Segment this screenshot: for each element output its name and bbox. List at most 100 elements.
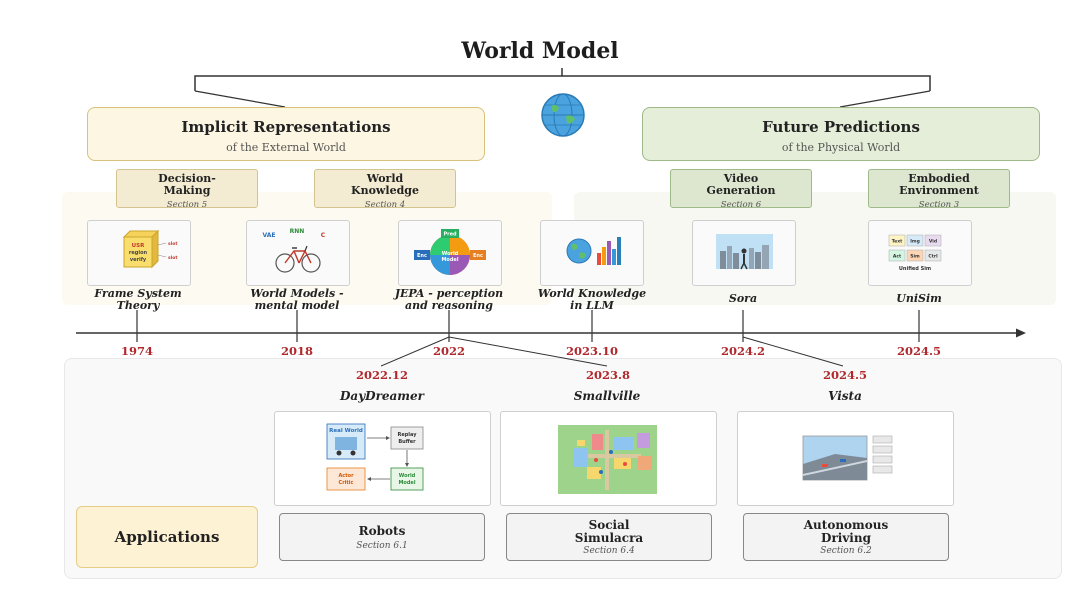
app-title-vista: Vista xyxy=(828,389,862,403)
dd-critic: Critic xyxy=(339,480,354,486)
jepa-model: Model xyxy=(441,257,458,263)
frame-text-2: region xyxy=(129,250,148,256)
applications-label: Applications xyxy=(114,528,220,546)
jepa-enc-left: Enc xyxy=(417,253,427,259)
wm-c: C xyxy=(321,232,326,239)
unisim-caption: Unified Sim xyxy=(899,266,931,272)
jepa-world: World xyxy=(442,251,459,257)
dd-model: Model xyxy=(398,480,415,486)
unisim-sim: Sim xyxy=(910,254,920,260)
smallville-map xyxy=(558,425,657,494)
future-subtitle: of the Physical World xyxy=(781,141,901,154)
frame-text-3: verify xyxy=(130,257,147,263)
milestone-label-llm: World Knowledge in LLM xyxy=(537,287,647,312)
app-name: Autonomous Driving xyxy=(803,518,889,545)
smallville-card xyxy=(500,411,717,506)
app-title-smallville: Smallville xyxy=(573,389,641,403)
app-title-daydreamer: DayDreamer xyxy=(340,389,424,403)
bicycle-icon: VAE RNN C xyxy=(263,228,326,273)
page-title: World Model xyxy=(461,38,619,64)
dd-replay: Replay xyxy=(397,432,417,438)
category-embodied-environment: Embodied Environment Section 3 xyxy=(868,169,1010,210)
daydreamer-card: Real World Replay Buffer World Model Act… xyxy=(274,411,491,506)
top-bracket xyxy=(194,75,931,91)
timeline-ticks xyxy=(136,310,920,342)
app-year-smallville: 2023.8 xyxy=(585,368,630,382)
wm-vae: VAE xyxy=(263,232,276,239)
year-2022: 2022 xyxy=(432,344,465,358)
app-box-autonomous-driving: Autonomous Driving Section 6.2 xyxy=(743,513,949,561)
milestone-label-unisim: UniSim xyxy=(896,292,942,305)
category-section: Section 4 xyxy=(364,200,406,210)
app-section: Section 6.1 xyxy=(356,541,408,551)
app-section: Section 6.4 xyxy=(583,546,635,556)
dd-real-world: Real World xyxy=(329,428,363,434)
category-label: Video Generation xyxy=(706,172,776,197)
milestone-label-world-models: World Models - mental model xyxy=(250,287,344,312)
category-world-knowledge: World Knowledge Section 4 xyxy=(314,169,456,210)
vista-card xyxy=(737,411,954,506)
dd-actor: Actor xyxy=(338,473,354,479)
implicit-representations-box: Implicit Representations of the External… xyxy=(87,107,485,161)
milestone-label-sora: Sora xyxy=(728,292,758,305)
unisim-ctrl: Ctrl xyxy=(928,254,938,260)
bracket-to-implicit xyxy=(194,90,286,108)
implicit-title: Implicit Representations xyxy=(181,118,391,136)
video-city-icon xyxy=(716,234,773,270)
year-2023-10: 2023.10 xyxy=(565,344,618,358)
category-decision-making: Decision- Making Section 5 xyxy=(116,169,258,210)
globe-chart-icon xyxy=(566,237,621,265)
daydreamer-loop-diagram: Real World Replay Buffer World Model Act… xyxy=(326,423,424,491)
branch-smallville xyxy=(448,336,608,367)
category-label: Embodied Environment xyxy=(899,172,979,197)
year-2024-2: 2024.2 xyxy=(720,344,765,358)
app-box-social-simulacra: Social Simulacra Section 6.4 xyxy=(506,513,712,561)
globe-icon xyxy=(541,93,585,137)
implicit-subtitle: of the External World xyxy=(226,141,346,154)
category-video-generation: Video Generation Section 6 xyxy=(670,169,812,210)
branch-vista xyxy=(742,336,844,367)
frame-text-1: USR xyxy=(132,243,145,249)
unisim-img: Img xyxy=(910,239,920,245)
unisim-grid-icon: Text Img Vid Act Sim Ctrl Unified Sim xyxy=(888,234,942,272)
year-1974: 1974 xyxy=(120,344,153,358)
card-jepa: World Model Pred Enc Enc xyxy=(398,220,502,286)
app-year-vista: 2024.5 xyxy=(822,368,867,382)
year-2018: 2018 xyxy=(280,344,313,358)
wm-rnn: RNN xyxy=(290,228,305,235)
frame-system-icon: USR region verify slot slot xyxy=(122,229,178,269)
vista-driving-scene xyxy=(802,435,893,481)
card-world-models: VAE RNN C xyxy=(246,220,350,286)
year-2024-5: 2024.5 xyxy=(896,344,941,358)
future-predictions-box: Future Predictions of the Physical World xyxy=(642,107,1040,161)
unisim-vid: Vid xyxy=(929,239,937,245)
milestone-label-frame-system: Frame System Theory xyxy=(94,287,182,312)
dd-buffer: Buffer xyxy=(398,439,416,445)
frame-slot-2: slot xyxy=(168,255,178,261)
card-unisim: Text Img Vid Act Sim Ctrl Unified Sim xyxy=(868,220,972,286)
app-section: Section 6.2 xyxy=(820,546,872,556)
app-name: Social Simulacra xyxy=(574,518,644,545)
unisim-act: Act xyxy=(893,254,902,260)
dd-world: World xyxy=(399,473,416,479)
app-name: Robots xyxy=(358,524,406,538)
future-title: Future Predictions xyxy=(762,118,920,136)
jepa-icon: World Model Pred Enc Enc xyxy=(414,229,486,275)
category-label: Decision- Making xyxy=(158,172,216,197)
unisim-text: Text xyxy=(892,239,903,245)
applications-box: Applications xyxy=(76,506,258,568)
branch-daydreamer xyxy=(380,336,450,367)
frame-slot-1: slot xyxy=(168,241,178,247)
app-year-daydreamer: 2022.12 xyxy=(355,368,408,382)
card-sora xyxy=(692,220,796,286)
card-world-knowledge-llm xyxy=(540,220,644,286)
future-panel-bg xyxy=(574,192,1056,305)
jepa-pred: Pred xyxy=(443,232,457,238)
bracket-to-future xyxy=(839,90,931,108)
category-section: Section 5 xyxy=(166,200,208,210)
category-section: Section 3 xyxy=(918,200,960,210)
milestone-label-jepa: JEPA - perception and reasoning xyxy=(394,287,504,312)
category-label: World Knowledge xyxy=(351,172,419,197)
app-box-robots: Robots Section 6.1 xyxy=(279,513,485,561)
